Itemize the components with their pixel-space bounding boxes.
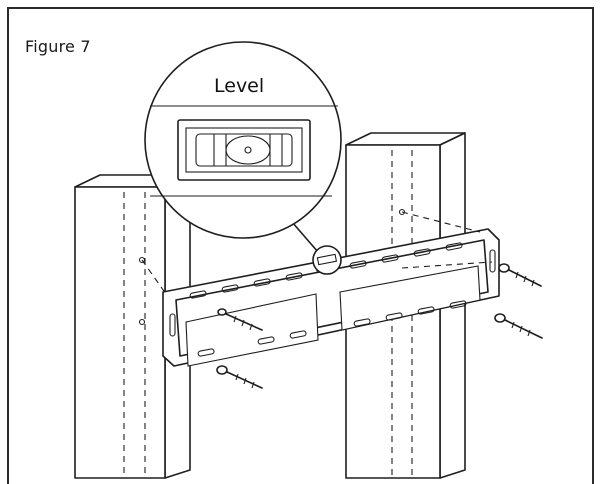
bracket-slots-top xyxy=(189,242,463,299)
level-callout: Level xyxy=(144,41,342,275)
bracket-slots-bottom xyxy=(197,300,467,357)
alignment-guides xyxy=(141,211,493,295)
level-callout-label: Level xyxy=(214,75,264,97)
figure-label: Figure 7 xyxy=(25,37,91,56)
lag-bolt xyxy=(498,263,542,287)
lag-bolt xyxy=(217,308,263,331)
lag-bolt xyxy=(216,365,263,389)
lag-bolt xyxy=(494,313,543,339)
